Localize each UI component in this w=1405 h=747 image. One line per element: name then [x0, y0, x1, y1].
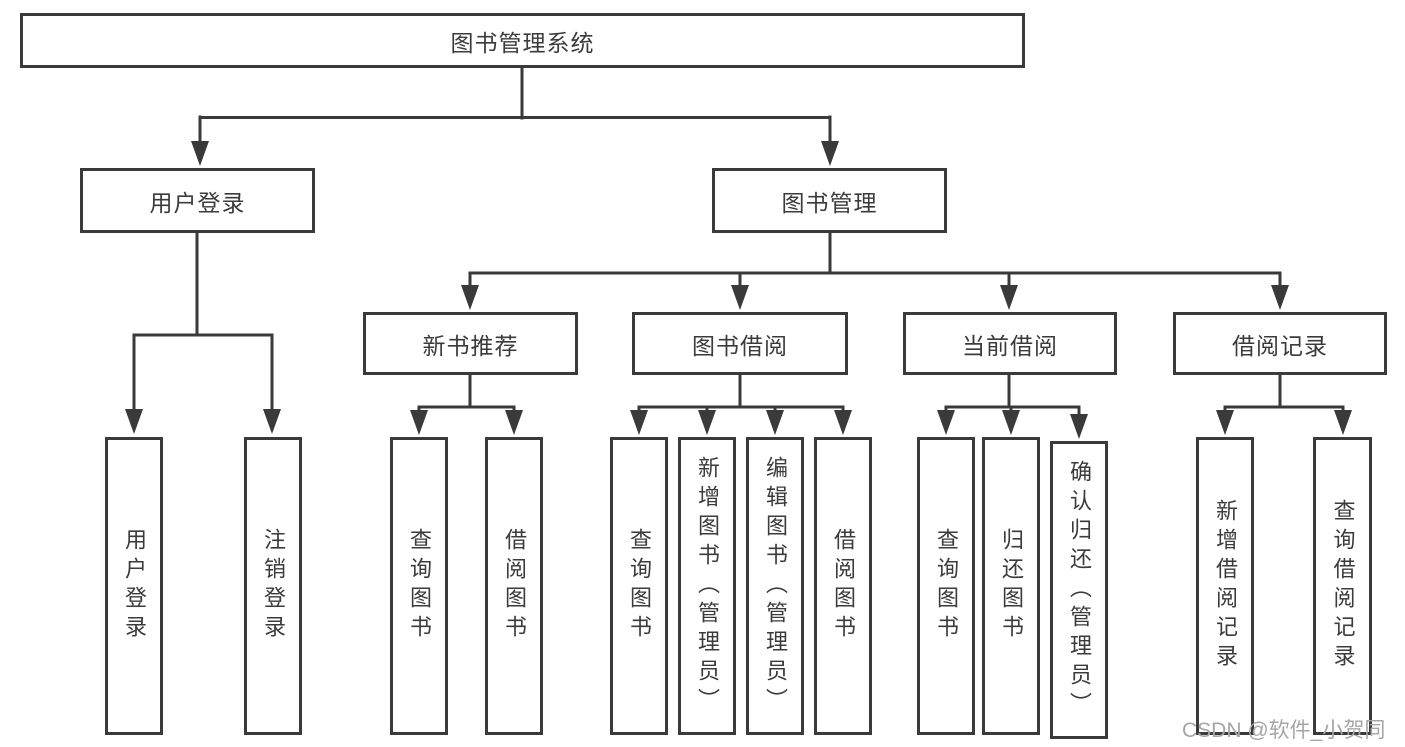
node-leaf-br-add-record: 新增借阅记录	[1196, 437, 1254, 735]
node-leaf-bb-query-books: 查询图书	[610, 437, 668, 735]
node-leaf-bb-borrow-books: 借阅图书	[814, 437, 872, 735]
node-current-borrowing: 当前借阅	[903, 312, 1117, 375]
node-leaf-bb-edit-books: 编辑图书（管理员）	[746, 437, 804, 735]
node-borrowing-records: 借阅记录	[1173, 312, 1387, 375]
node-leaf-user-login: 用户登录	[105, 437, 163, 735]
node-new-book-recommend: 新书推荐	[363, 312, 578, 375]
node-root: 图书管理系统	[20, 13, 1025, 68]
node-leaf-logout: 注销登录	[244, 437, 302, 735]
node-leaf-cb-return-books: 归还图书	[982, 437, 1040, 735]
watermark: CSDN @软件_小贺同学	[1182, 719, 1386, 742]
node-book-borrowing: 图书借阅	[632, 312, 848, 375]
node-book-management: 图书管理	[712, 168, 947, 233]
node-leaf-nb-borrow-books: 借阅图书	[485, 437, 543, 735]
node-user-login: 用户登录	[80, 168, 315, 233]
node-leaf-nb-query-books: 查询图书	[390, 437, 448, 735]
node-leaf-cb-query-books: 查询图书	[917, 437, 975, 735]
node-leaf-bb-add-books: 新增图书（管理员）	[678, 437, 736, 735]
node-leaf-cb-confirm-return: 确认归还（管理员）	[1050, 441, 1108, 739]
node-leaf-br-query-record: 查询借阅记录	[1313, 437, 1372, 735]
